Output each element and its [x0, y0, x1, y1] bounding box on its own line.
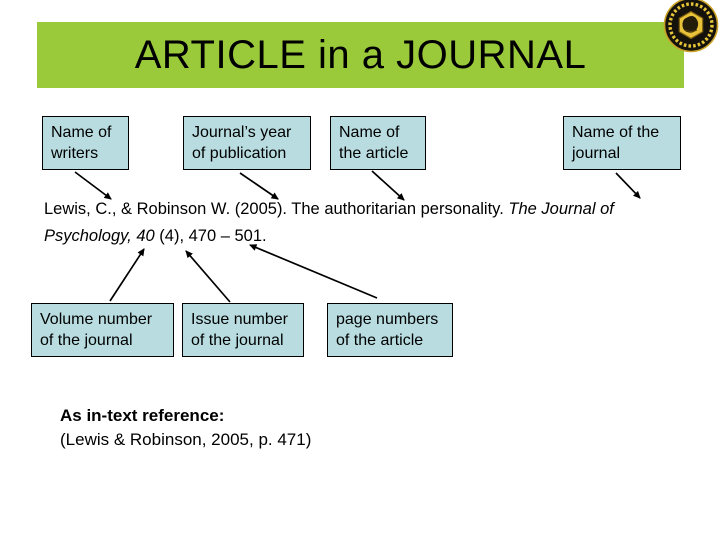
title-banner: ARTICLE in a JOURNAL [37, 22, 684, 88]
label-box-journal-year: Journal’s year of publication [183, 116, 311, 170]
university-seal-icon [663, 0, 719, 53]
label-line: Name of the [572, 124, 660, 141]
label-line: the article [339, 145, 409, 162]
arrow-issue-to-citation [185, 250, 231, 303]
label-line: of the journal [40, 332, 133, 349]
citation-issue-pages: (4), 470 – 501. [154, 227, 267, 245]
label-line: of the article [336, 332, 424, 349]
label-line: Name of [51, 124, 112, 141]
citation-journal-name-part1: The Journal of [508, 200, 614, 218]
arrow-volume-to-citation [109, 248, 145, 302]
label-box-name-of-writers: Name of writers [42, 116, 129, 170]
arrow-pages-to-citation [249, 244, 378, 299]
label-line: Volume number [40, 311, 153, 328]
intext-example: (Lewis & Robinson, 2005, p. 471) [60, 429, 312, 449]
label-line: Journal’s year [192, 124, 292, 141]
seal-text-ring [668, 2, 714, 48]
seal-emblem-detail [684, 29, 698, 32]
label-line: page numbers [336, 311, 439, 328]
label-box-page-numbers: page numbers of the article [327, 303, 453, 357]
seal-emblem [682, 16, 699, 33]
label-line: journal [572, 145, 621, 162]
label-line: of publication [192, 145, 287, 162]
label-box-journal-name: Name of the journal [563, 116, 681, 170]
label-line: Issue number [191, 311, 288, 328]
intext-reference-block: As in-text reference: (Lewis & Robinson,… [60, 404, 460, 451]
label-line: of the journal [191, 332, 284, 349]
label-box-volume-number: Volume number of the journal [31, 303, 174, 357]
label-box-article-name: Name of the article [330, 116, 426, 170]
label-box-issue-number: Issue number of the journal [182, 303, 304, 357]
citation-journal-name-volume: Psychology, 40 [44, 227, 155, 245]
citation-authors-year-title: Lewis, C., & Robinson W. (2005). The aut… [44, 200, 509, 218]
label-line: Name of [339, 124, 400, 141]
arrow-writers-to-citation [74, 171, 112, 200]
page-title: ARTICLE in a JOURNAL [134, 32, 587, 77]
label-line: writers [51, 145, 99, 162]
intext-heading: As in-text reference: [60, 406, 225, 425]
arrow-journal-to-citation [615, 172, 641, 199]
citation-text: Lewis, C., & Robinson W. (2005). The aut… [44, 196, 694, 250]
